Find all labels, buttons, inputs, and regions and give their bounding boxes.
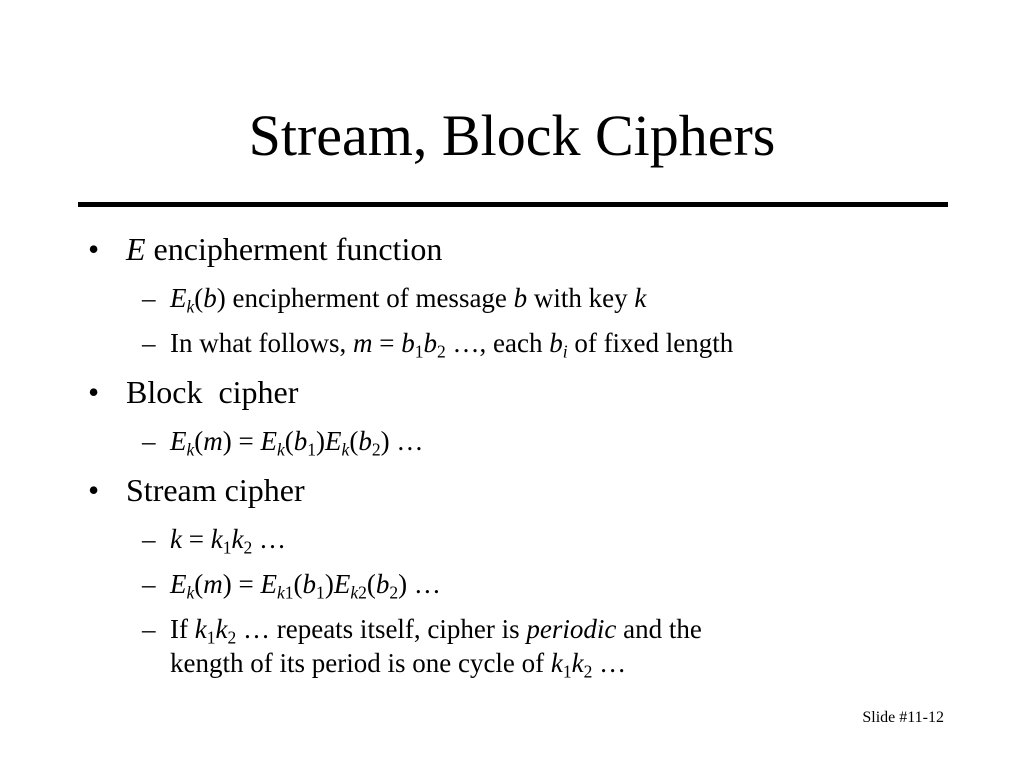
dash-marker: –: [142, 569, 156, 599]
sub-bullet-item: – If k1k2 … repeats itself, cipher is pe…: [142, 612, 702, 682]
slide-number: Slide #11-12: [862, 709, 944, 726]
dash-marker: –: [142, 524, 156, 554]
sub-bullet-item: – In what follows, m = b1b2 …, each bi o…: [142, 326, 734, 362]
sub-bullet-text: k = k1k2 …: [170, 524, 286, 558]
title-divider: [78, 202, 948, 207]
slide-title: Stream, Block Ciphers: [248, 103, 776, 168]
dash-marker: –: [142, 426, 156, 456]
bullet-marker: •: [88, 472, 100, 508]
bullet-text: E encipherment function: [126, 231, 443, 267]
bullet-item: • Block cipher: [88, 372, 299, 412]
sub-bullet-item: – Ek(m) = Ek(b1)Ek(b2) …: [142, 424, 424, 460]
sub-bullet-item: – k = k1k2 …: [142, 522, 286, 558]
sub-bullet-item: – Ek(b) encipherment of message b with k…: [142, 281, 647, 317]
dash-marker: –: [142, 283, 156, 313]
sub-bullet-item: – Ek(m) = Ek1(b1)Ek2(b2) …: [142, 567, 441, 603]
bullet-text: Stream cipher: [126, 472, 305, 508]
sub-bullet-text: Ek(m) = Ek(b1)Ek(b2) …: [170, 426, 424, 460]
dash-marker: –: [142, 614, 156, 644]
sub-bullet-text: In what follows, m = b1b2 …, each bi of …: [170, 328, 734, 362]
bullet-text: Block cipher: [126, 374, 299, 410]
sub-bullet-text: If k1k2 … repeats itself, cipher is peri…: [170, 614, 702, 682]
dash-marker: –: [142, 328, 156, 358]
bullet-marker: •: [88, 231, 100, 267]
sub-bullet-text: Ek(m) = Ek1(b1)Ek2(b2) …: [170, 569, 441, 603]
bullet-item: • Stream cipher: [88, 470, 305, 510]
sub-bullet-text: Ek(b) encipherment of message b with key…: [170, 283, 647, 317]
bullet-marker: •: [88, 374, 100, 410]
bullet-item: • E encipherment function: [88, 229, 443, 269]
